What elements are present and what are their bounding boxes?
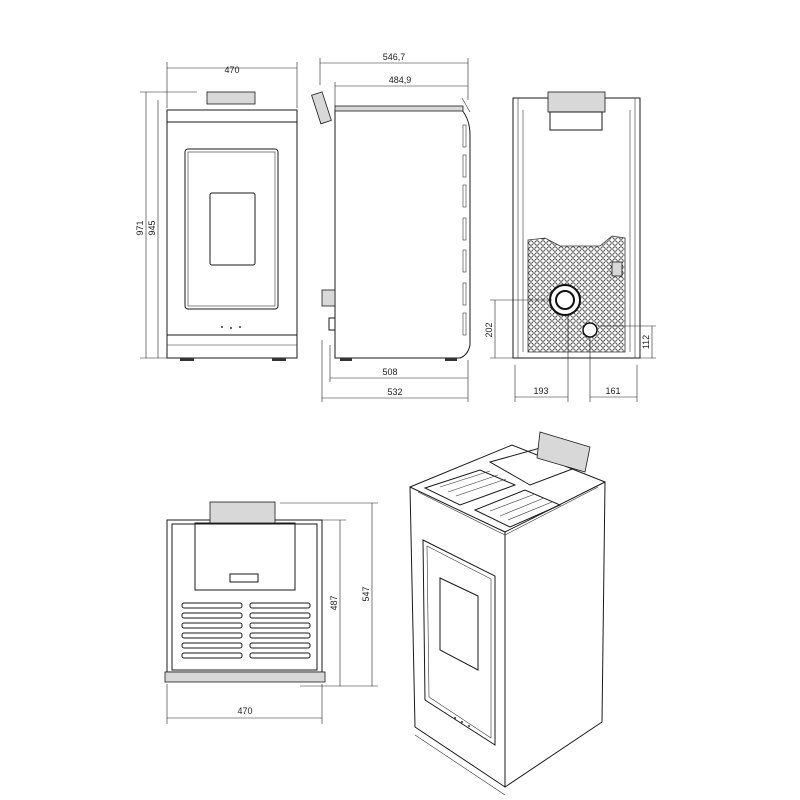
- back-view: [490, 91, 656, 402]
- flue-offset-label: 193: [533, 386, 548, 396]
- air-inlet-height-label: 112: [641, 335, 651, 349]
- side-top-depth-label: 484,9: [389, 75, 412, 85]
- flue-height-label: 202: [484, 322, 494, 337]
- front-view: [140, 62, 298, 361]
- top-width-label: 470: [237, 706, 252, 716]
- air-inlet-offset-label: 161: [605, 386, 620, 396]
- side-outlet-depth-label: 532: [387, 387, 402, 397]
- side-base-depth-label: 508: [382, 367, 397, 377]
- front-total-height-label: 971: [135, 220, 145, 235]
- side-total-depth-label: 546,7: [383, 52, 406, 62]
- top-total-depth-label: 547: [361, 586, 371, 601]
- top-view: [164, 501, 378, 724]
- front-width-label: 470: [224, 65, 239, 75]
- isometric-view: [409, 431, 606, 796]
- side-view: [311, 58, 471, 402]
- top-body-depth-label: 487: [329, 595, 339, 610]
- front-body-height-label: 945: [147, 220, 157, 235]
